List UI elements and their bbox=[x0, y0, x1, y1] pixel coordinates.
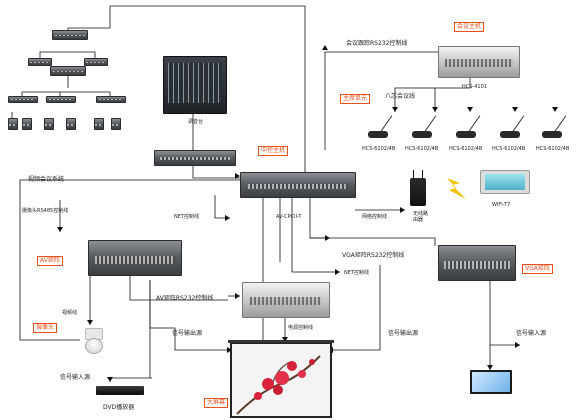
network-node-2 bbox=[46, 96, 76, 103]
central-host-tag: 中控主机 bbox=[258, 146, 289, 156]
mixer-label: 调音台 bbox=[188, 119, 204, 125]
network-hub bbox=[50, 66, 86, 76]
terminal-4 bbox=[66, 118, 76, 130]
tv-monitor bbox=[470, 370, 512, 394]
power-controller bbox=[242, 282, 330, 318]
mic-5-label: HCS-6102/4B bbox=[536, 146, 570, 152]
net-control-line-mid-label: NET控制线 bbox=[344, 270, 369, 276]
net-control-line-left-label: NET控制线 bbox=[174, 214, 199, 220]
wifi-touch-panel bbox=[480, 170, 530, 194]
central-model-label: AV-CPCII-T bbox=[276, 214, 302, 220]
signal-input-right-label: 信号输入源 bbox=[516, 330, 547, 337]
network-node-1 bbox=[8, 96, 38, 103]
plum-blossom-image bbox=[236, 355, 321, 415]
microphone-2 bbox=[410, 112, 437, 138]
network-switch bbox=[52, 30, 88, 40]
terminal-2 bbox=[22, 118, 32, 130]
vga-rs232-label: VGA矩阵RS232控制线 bbox=[342, 252, 405, 259]
audio-processor bbox=[154, 150, 236, 166]
dvd-player-label: DVD播放器 bbox=[103, 404, 135, 411]
dvd-player bbox=[96, 386, 144, 395]
ptz-camera bbox=[84, 328, 103, 354]
av-matrix bbox=[88, 240, 182, 276]
vga-matrix bbox=[438, 245, 516, 281]
video-line-label: 视频线 bbox=[62, 310, 78, 316]
wireless-router-label: 无线路 由器 bbox=[413, 211, 429, 223]
terminal-3 bbox=[44, 118, 54, 130]
conference-host-tag: 会议主机 bbox=[454, 22, 485, 32]
mic-4-label: HCS-6102/4B bbox=[492, 146, 526, 152]
audio-mixer bbox=[163, 56, 227, 114]
projection-screen bbox=[228, 340, 334, 418]
conference-rs232-label: 会议跟踪RS232控制线 bbox=[346, 40, 408, 47]
network-device-right bbox=[84, 58, 108, 66]
network-node-3 bbox=[96, 96, 126, 103]
camera-tag: 摄像头 bbox=[33, 323, 58, 333]
signal-output-right-label: 信号输出源 bbox=[388, 330, 419, 337]
conference-host-model: HCS-4101 bbox=[462, 84, 487, 90]
terminal-5 bbox=[94, 118, 104, 130]
camera-rs485-label: 摄像头RS485控制线 bbox=[22, 208, 69, 214]
terminal-6 bbox=[111, 118, 121, 130]
mic-2-label: HCS-6102/4B bbox=[405, 146, 439, 152]
big-screen-tag: 大屏幕 bbox=[204, 398, 229, 408]
wireless-router bbox=[410, 170, 426, 206]
av-rs232-label: AV矩阵RS232控制线 bbox=[156, 295, 214, 302]
terminal-1 bbox=[8, 118, 18, 130]
vga-matrix-tag: VGA矩阵 bbox=[522, 264, 553, 274]
signal-input-left-label: 信号输入源 bbox=[60, 374, 91, 381]
chairman-unit-tag: 主席单元 bbox=[340, 94, 371, 104]
wifi-panel-label: WIFI-T7 bbox=[492, 202, 511, 208]
mic-3-label: HCS-6102/4B bbox=[449, 146, 483, 152]
power-control-line-label: 电源控制线 bbox=[288, 325, 314, 331]
eight-core-line-label: 八芯会议线 bbox=[385, 93, 416, 100]
central-control-host bbox=[240, 172, 356, 198]
video-conference-label: 视频会议系统 bbox=[28, 176, 65, 183]
microphone-3 bbox=[454, 112, 481, 138]
network-device-left bbox=[28, 58, 52, 66]
conference-host bbox=[438, 46, 520, 78]
microphone-1 bbox=[366, 112, 393, 138]
microphone-5 bbox=[540, 112, 567, 138]
signal-output-left-label: 信号输出源 bbox=[172, 330, 203, 337]
mic-1-label: HCS-6102/4B bbox=[362, 146, 396, 152]
microphone-4 bbox=[498, 112, 525, 138]
av-matrix-tag: AV矩阵 bbox=[37, 256, 63, 266]
network-control-line-label: 网络控制线 bbox=[362, 214, 388, 220]
